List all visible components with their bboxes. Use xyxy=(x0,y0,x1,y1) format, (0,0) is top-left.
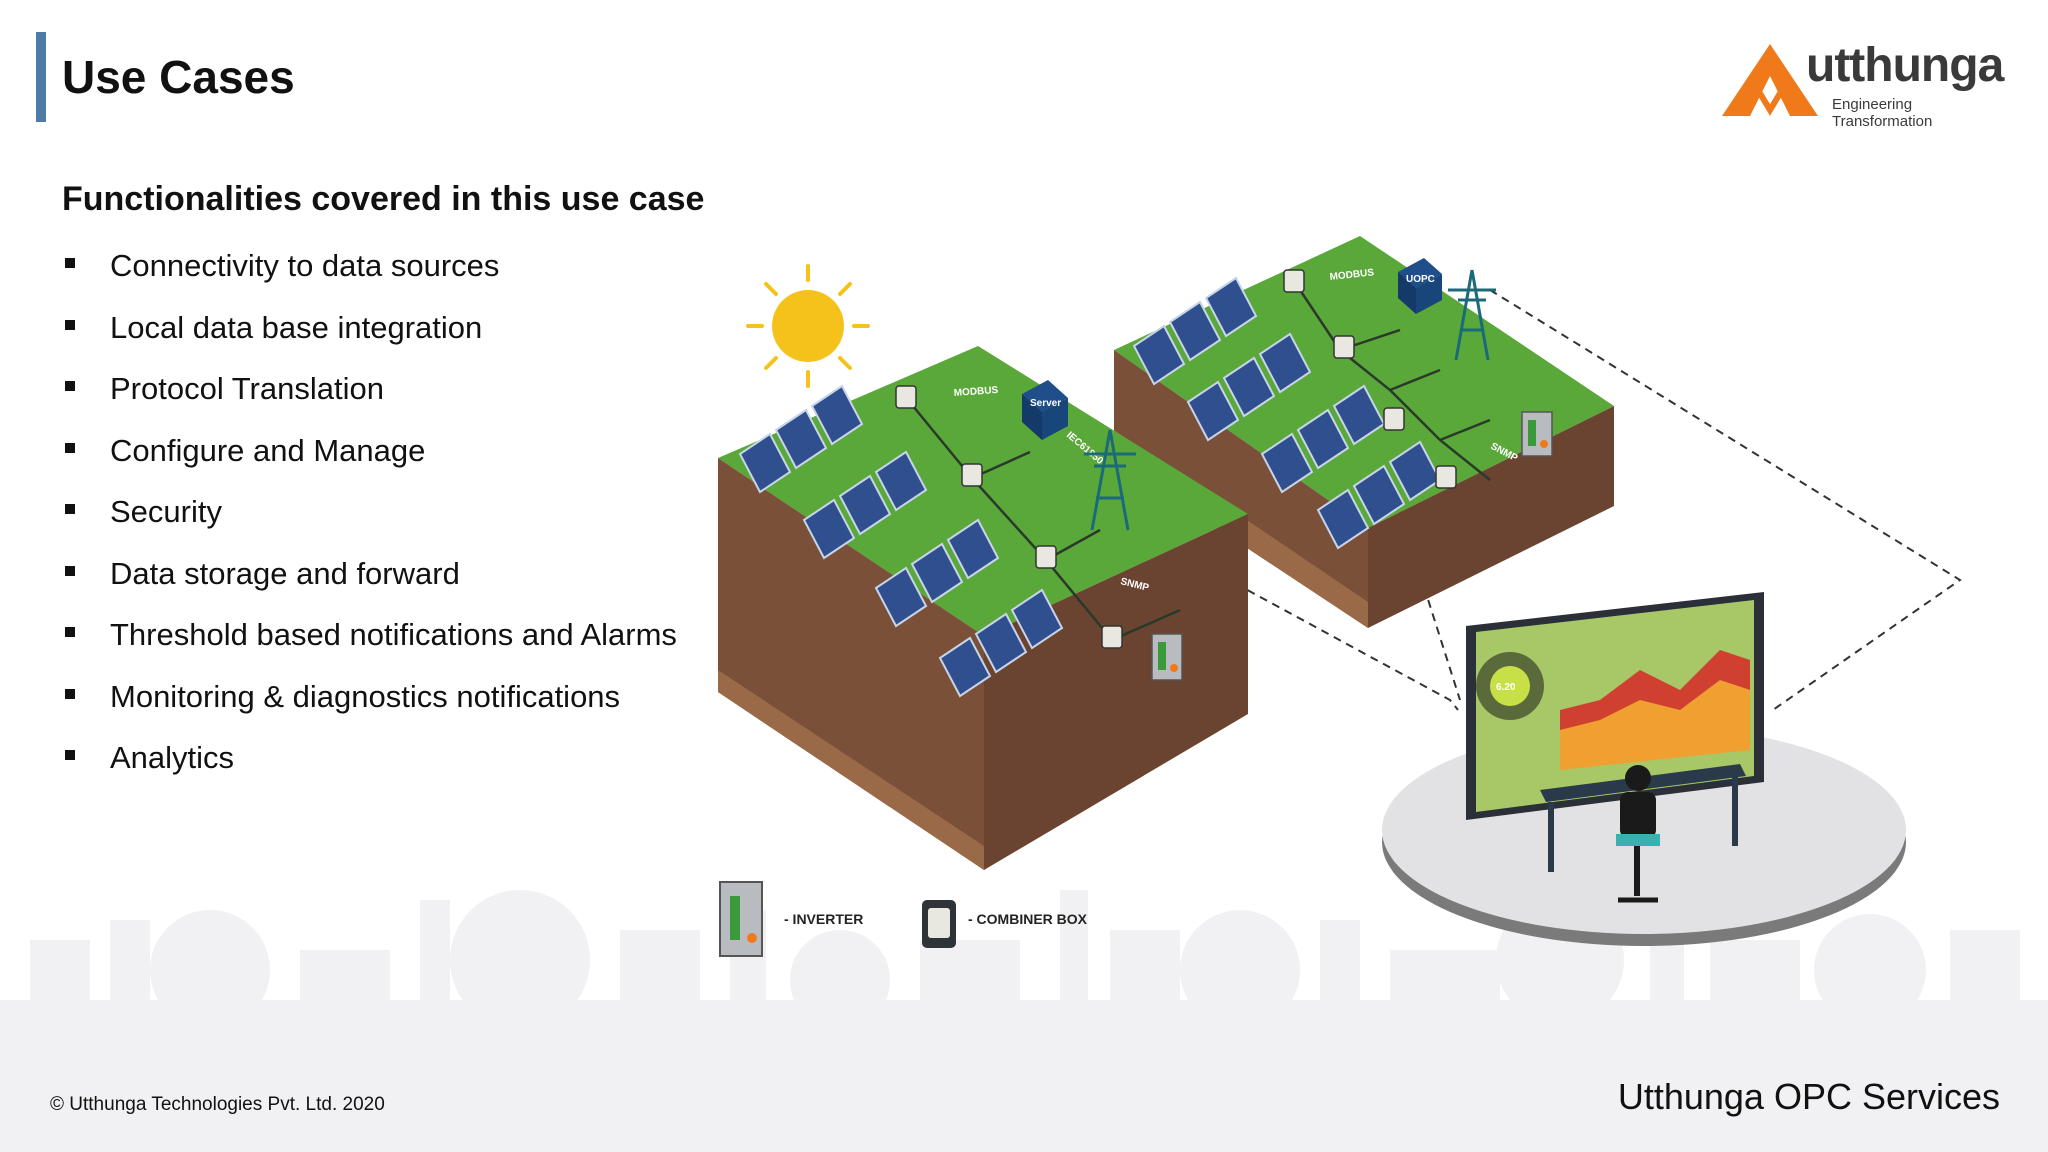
svg-text:MODBUS: MODBUS xyxy=(953,385,998,399)
dashboard-monitor: 6.20 xyxy=(1466,592,1764,820)
front-solar-field: Server MODBUS SNMP IEC61850 xyxy=(718,346,1248,870)
svg-text:- COMBINER BOX: - COMBINER BOX xyxy=(968,911,1088,927)
square-bullet-icon xyxy=(65,442,75,453)
svg-text:- INVERTER: - INVERTER xyxy=(784,911,863,927)
square-bullet-icon xyxy=(65,688,75,699)
skyline-background xyxy=(0,890,2048,1152)
logo-wordmark: utthunga xyxy=(1806,39,2004,92)
title-accent-bar xyxy=(36,32,46,122)
operator-person-icon xyxy=(1616,765,1660,903)
logo-tagline: Engineering Transformation xyxy=(1832,96,1933,130)
utthunga-logo: utthunga Engineering Transformation xyxy=(1716,36,2016,130)
footer-brand: Utthunga OPC Services xyxy=(1617,1076,2000,1117)
legend-combiner-box: - COMBINER BOX xyxy=(922,900,1088,948)
square-bullet-icon xyxy=(65,381,75,391)
square-bullet-icon xyxy=(65,565,75,576)
transmission-tower-icon xyxy=(1084,429,1136,531)
square-bullet-icon xyxy=(65,750,75,760)
square-bullet-icon xyxy=(65,258,75,268)
logo-mark-icon xyxy=(1722,44,1818,116)
square-bullet-icon xyxy=(65,504,75,514)
uopc-server-icon: Server xyxy=(1022,380,1068,440)
footer-copyright: © Utthunga Technologies Pvt. Ltd. 2020 xyxy=(50,1094,385,1115)
uopc-server-icon: UOPC xyxy=(1398,258,1442,314)
transmission-tower-icon xyxy=(1448,269,1496,361)
solar-plant-illustration: UOPC MODBUS SNMP xyxy=(718,236,1962,957)
square-bullet-icon xyxy=(65,627,75,637)
inverter-icon xyxy=(1151,633,1183,681)
svg-text:UOPC: UOPC xyxy=(1406,274,1435,285)
section-subtitle: Functionalities covered in this use case xyxy=(62,180,705,218)
sun-icon xyxy=(746,264,870,388)
svg-text:Server: Server xyxy=(1030,398,1061,409)
page-title: Use Cases xyxy=(62,51,295,103)
svg-text:6.20: 6.20 xyxy=(1496,682,1516,693)
svg-text:MODBUS: MODBUS xyxy=(1329,267,1375,283)
legend-inverter: - INVERTER xyxy=(719,881,863,957)
inverter-icon xyxy=(1521,411,1553,457)
square-bullet-icon xyxy=(65,319,75,330)
back-solar-field: UOPC MODBUS SNMP xyxy=(1114,236,1614,628)
control-room: 6.20 xyxy=(1382,592,1906,946)
